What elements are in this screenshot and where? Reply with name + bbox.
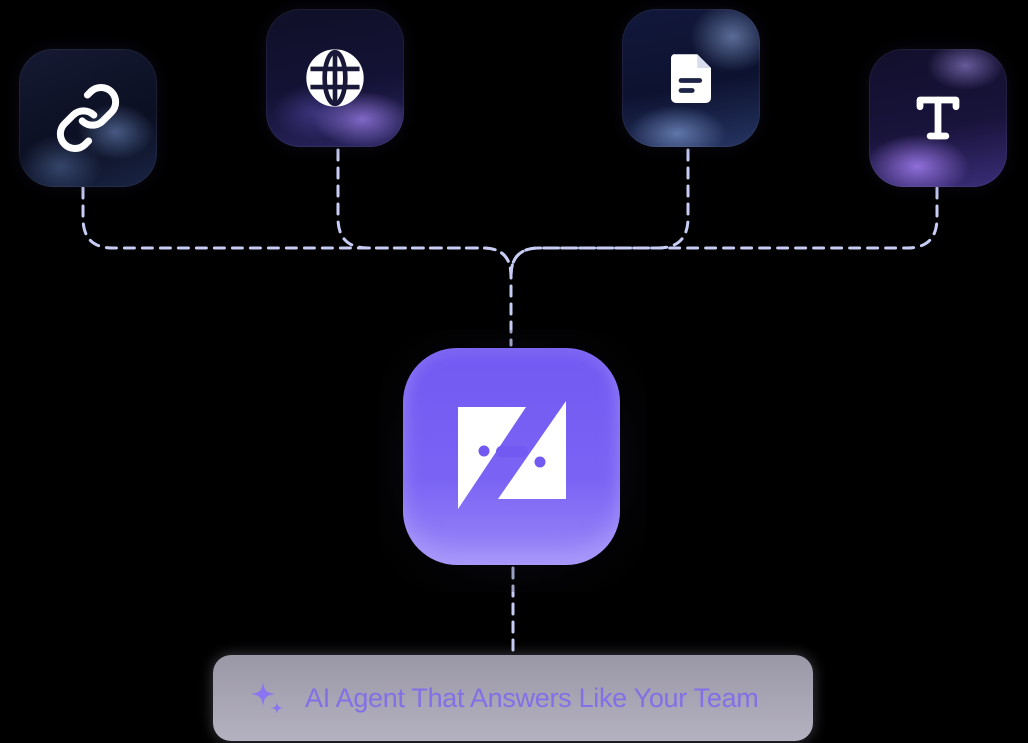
hub-tile bbox=[403, 348, 620, 565]
source-tile-document bbox=[622, 9, 760, 147]
tagline-banner: AI Agent That Answers Like Your Team bbox=[213, 655, 813, 741]
chat-agent-logo-icon bbox=[457, 400, 566, 509]
link-icon bbox=[56, 83, 120, 153]
connector-link bbox=[81, 186, 513, 347]
connector-text bbox=[509, 186, 939, 278]
source-tile-website bbox=[266, 9, 404, 147]
document-icon bbox=[670, 54, 711, 103]
globe-icon bbox=[306, 49, 364, 107]
connector-document bbox=[509, 148, 690, 278]
source-tile-text bbox=[869, 49, 1007, 187]
connector-globe bbox=[336, 148, 513, 278]
source-tile-link bbox=[19, 49, 157, 187]
tagline-text: AI Agent That Answers Like Your Team bbox=[305, 682, 759, 713]
sparkle-icon bbox=[251, 682, 283, 714]
text-t-icon bbox=[916, 96, 960, 140]
